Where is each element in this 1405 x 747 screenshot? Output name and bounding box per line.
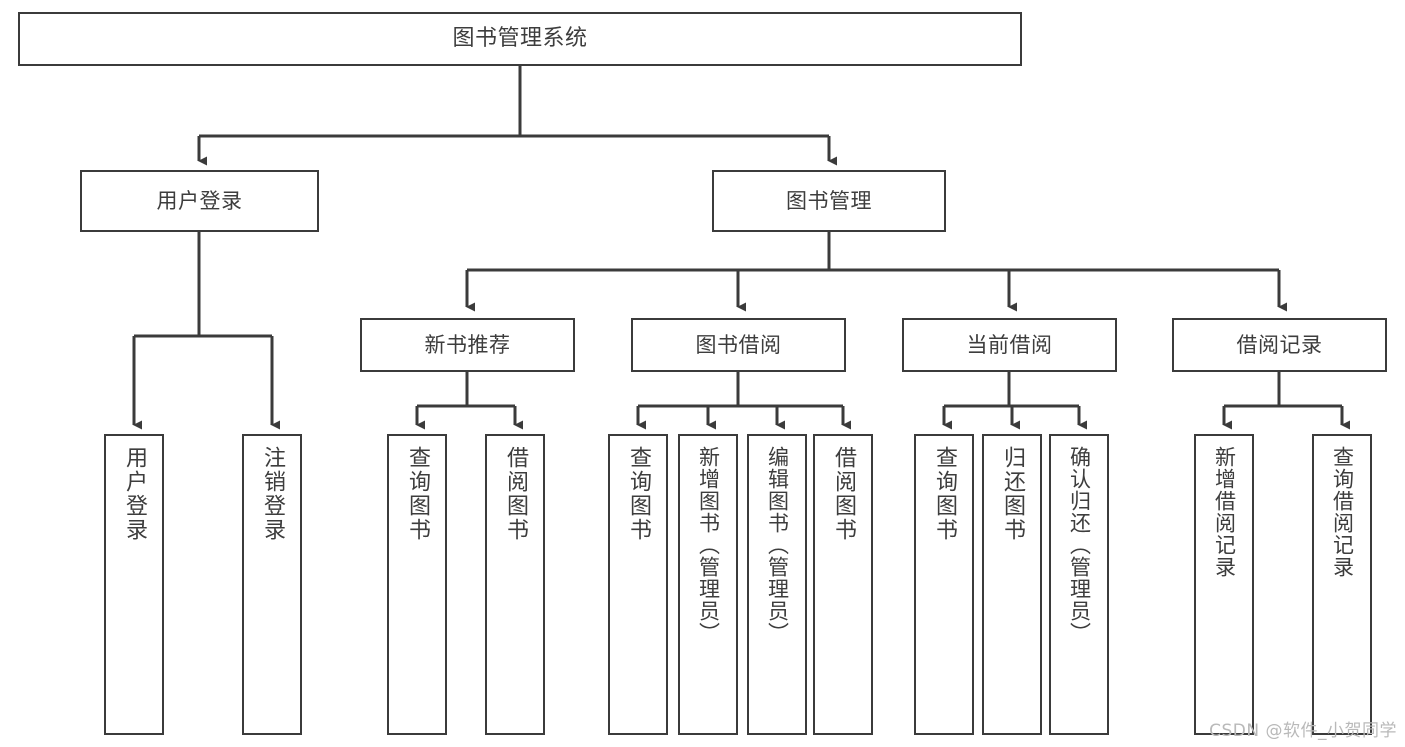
node-new-book-recommend-label: 新书推荐 bbox=[424, 332, 511, 357]
leaf-book-borrow-query-label: 查询图书 bbox=[626, 446, 651, 542]
watermark-text: CSDN @软件_小贺同学 bbox=[1209, 721, 1397, 741]
leaf-new-book-query[interactable]: 查询图书 bbox=[387, 434, 447, 735]
leaf-borrow-record-add[interactable]: 新增借阅记录 bbox=[1194, 434, 1254, 735]
leaf-user-login-login[interactable]: 用户登录 bbox=[104, 434, 164, 735]
leaf-book-borrow-edit-label: 编辑图书（管理员） bbox=[765, 446, 790, 644]
leaf-book-borrow-borrow-label: 借阅图书 bbox=[831, 446, 856, 542]
node-root-system[interactable]: 图书管理系统 bbox=[18, 12, 1022, 66]
leaf-current-borrow-confirm[interactable]: 确认归还（管理员） bbox=[1049, 434, 1109, 735]
leaf-user-login-login-label: 用户登录 bbox=[122, 446, 147, 542]
node-borrow-record[interactable]: 借阅记录 bbox=[1172, 318, 1387, 372]
node-borrow-record-label: 借阅记录 bbox=[1236, 332, 1323, 357]
leaf-book-borrow-add-label: 新增图书（管理员） bbox=[696, 446, 721, 644]
node-current-borrow-label: 当前借阅 bbox=[966, 332, 1053, 357]
leaf-book-borrow-edit[interactable]: 编辑图书（管理员） bbox=[747, 434, 807, 735]
leaf-current-borrow-return[interactable]: 归还图书 bbox=[982, 434, 1042, 735]
leaf-user-login-logout-label: 注销登录 bbox=[260, 446, 285, 542]
leaf-new-book-borrow[interactable]: 借阅图书 bbox=[485, 434, 545, 735]
leaf-current-borrow-query-label: 查询图书 bbox=[932, 446, 957, 542]
node-book-borrow[interactable]: 图书借阅 bbox=[631, 318, 846, 372]
leaf-book-borrow-query[interactable]: 查询图书 bbox=[608, 434, 668, 735]
leaf-current-borrow-return-label: 归还图书 bbox=[1000, 446, 1025, 542]
node-current-borrow[interactable]: 当前借阅 bbox=[902, 318, 1117, 372]
leaf-current-borrow-confirm-label: 确认归还（管理员） bbox=[1067, 446, 1092, 644]
leaf-borrow-record-query-label: 查询借阅记录 bbox=[1330, 446, 1355, 578]
leaf-user-login-logout[interactable]: 注销登录 bbox=[242, 434, 302, 735]
leaf-borrow-record-add-label: 新增借阅记录 bbox=[1212, 446, 1237, 578]
leaf-book-borrow-borrow[interactable]: 借阅图书 bbox=[813, 434, 873, 735]
node-book-borrow-label: 图书借阅 bbox=[695, 332, 782, 357]
leaf-book-borrow-add[interactable]: 新增图书（管理员） bbox=[678, 434, 738, 735]
node-new-book-recommend[interactable]: 新书推荐 bbox=[360, 318, 575, 372]
node-user-login-label: 用户登录 bbox=[156, 188, 243, 213]
leaf-borrow-record-query[interactable]: 查询借阅记录 bbox=[1312, 434, 1372, 735]
node-root-system-label: 图书管理系统 bbox=[452, 26, 588, 52]
leaf-new-book-borrow-label: 借阅图书 bbox=[503, 446, 528, 542]
leaf-new-book-query-label: 查询图书 bbox=[405, 446, 430, 542]
node-book-manage[interactable]: 图书管理 bbox=[712, 170, 946, 232]
node-book-manage-label: 图书管理 bbox=[786, 188, 872, 213]
leaf-current-borrow-query[interactable]: 查询图书 bbox=[914, 434, 974, 735]
node-user-login[interactable]: 用户登录 bbox=[80, 170, 319, 232]
